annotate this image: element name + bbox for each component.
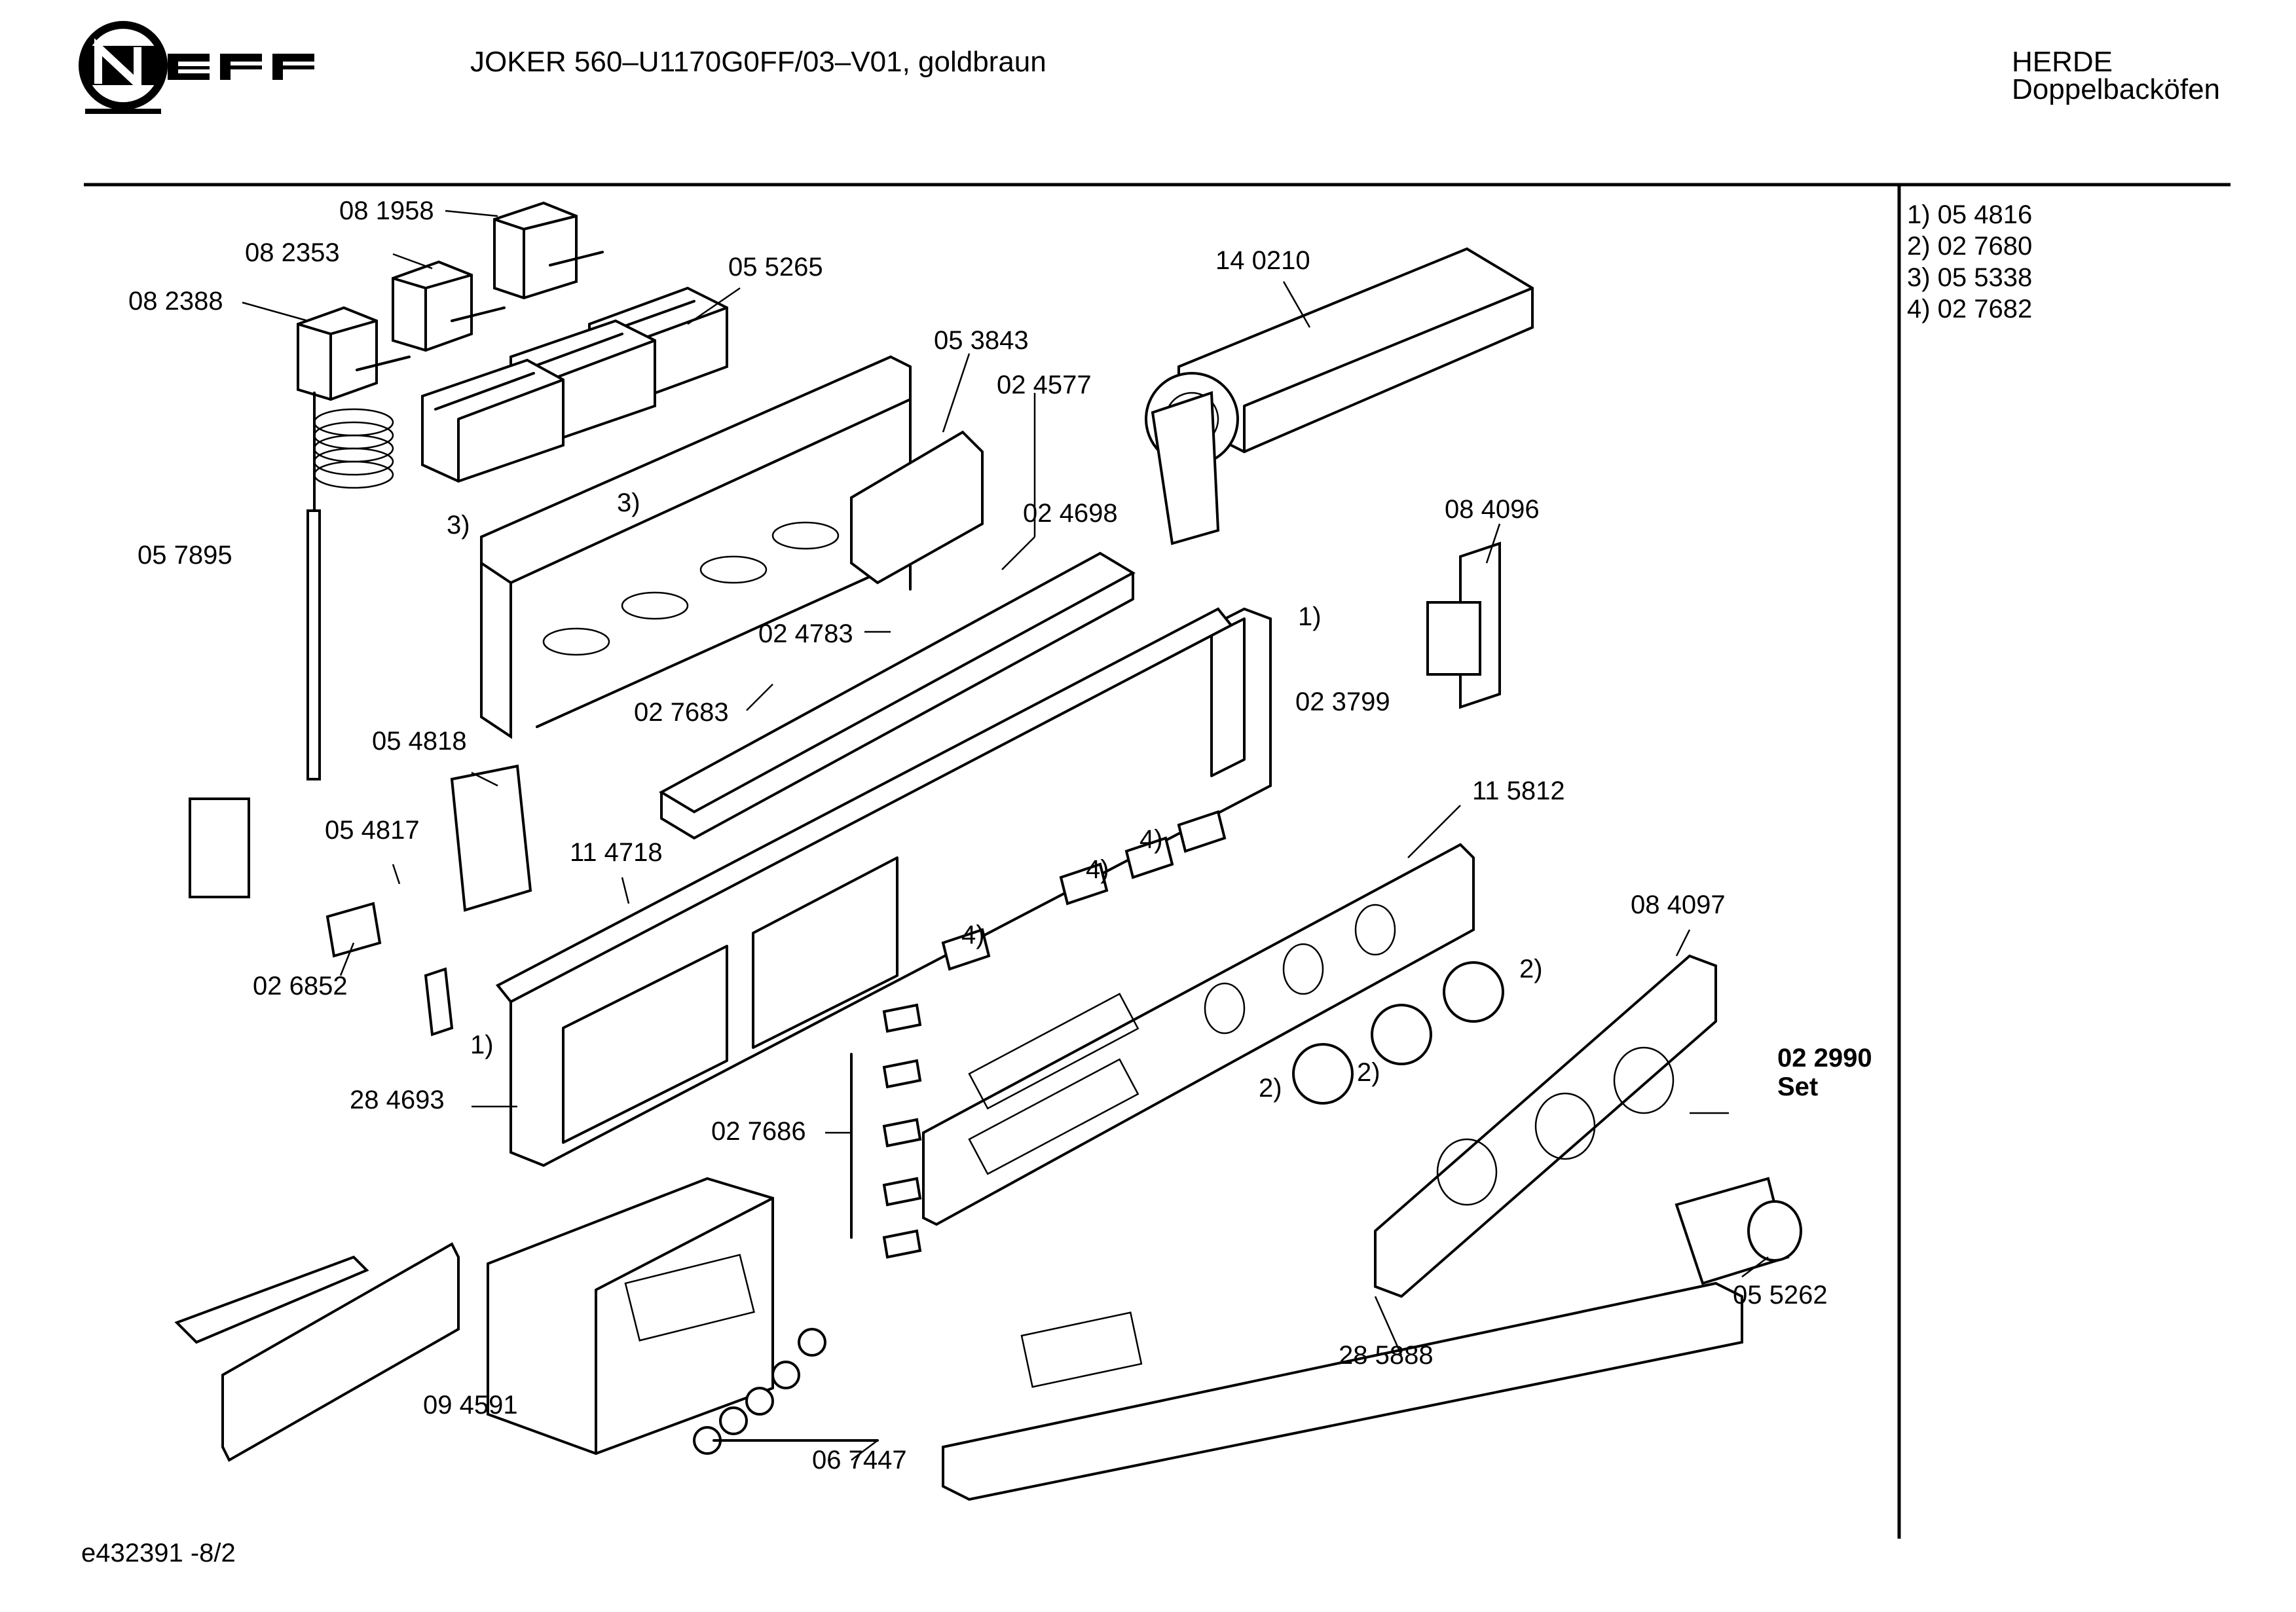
front-fascia [1374, 954, 1717, 1298]
neff-logo [79, 21, 314, 114]
part-label: 08 2388 [128, 287, 223, 316]
thermostat-group [297, 201, 604, 780]
part-label: 05 4818 [372, 727, 467, 756]
part-label: 05 3843 [934, 326, 1029, 355]
part-label: 02 4698 [1023, 499, 1118, 528]
part-label: 02 6852 [253, 972, 348, 1000]
footnote-2: 2) 02 7680 [1907, 232, 2033, 261]
part-label: 02 4577 [997, 371, 1092, 399]
ref-marker: 1) [470, 1031, 494, 1059]
part-label: 02 7686 [711, 1117, 806, 1146]
part-label: 05 5262 [1733, 1281, 1828, 1310]
footnote-3: 3) 05 5338 [1907, 263, 2033, 292]
part-label: 02 3799 [1295, 687, 1390, 716]
part-label: 11 4718 [570, 838, 663, 867]
leader-lines [242, 210, 1769, 1461]
part-label: 02 2990 [1777, 1044, 1872, 1072]
indicator-panel [922, 843, 1475, 1226]
ref-marker: 4) [961, 921, 985, 949]
footnote-4: 4) 02 7682 [1907, 295, 2033, 323]
fan-motor [1145, 247, 1534, 545]
part-label: 08 4097 [1631, 890, 1726, 919]
part-label: 05 7895 [138, 541, 232, 570]
part-label: 14 0210 [1215, 246, 1310, 275]
drawing-id: e432391 -8/2 [81, 1539, 236, 1567]
lamp-holders [850, 810, 1227, 1259]
ref-marker: 2) [1519, 955, 1543, 983]
display-bracket [221, 1242, 460, 1462]
part-label: 28 4693 [350, 1086, 445, 1114]
part-label: 28 5888 [1339, 1341, 1434, 1370]
subcategory-title: Doppelbacköfen [2012, 73, 2221, 105]
part-label: 05 5265 [728, 253, 823, 282]
ref-marker: 1) [1298, 602, 1322, 631]
light-tube [495, 607, 1234, 1004]
mounting-bracket [480, 355, 912, 739]
ref-marker: 4) [1139, 825, 1163, 854]
part-label: 08 4096 [1445, 495, 1540, 524]
part-label: 02 4783 [758, 619, 853, 648]
part-label: 08 2353 [245, 238, 340, 267]
part-label: Set [1777, 1072, 1819, 1101]
part-label: 11 5812 [1472, 777, 1565, 805]
bottom-fascia [942, 1281, 1743, 1501]
part-label: 09 4591 [423, 1391, 518, 1420]
ref-marker: 4) [1086, 855, 1109, 884]
part-label: 02 7683 [634, 698, 729, 727]
pushbuttons [693, 1328, 879, 1455]
control-frame [509, 607, 1272, 1167]
terminal-strip [174, 1255, 369, 1344]
ref-marker: 2) [1259, 1074, 1282, 1103]
ref-marker: 2) [1357, 1058, 1380, 1087]
model-title: JOKER 560–U1170G0FF/03–V01, goldbraun [470, 46, 1046, 78]
clock-module [487, 1177, 774, 1456]
part-label: 08 1958 [339, 196, 434, 225]
category-title: HERDE [2012, 46, 2113, 78]
rotary-switch-group [421, 286, 728, 483]
ref-marker: 3) [447, 511, 470, 540]
footnote-1: 1) 05 4816 [1907, 200, 2033, 229]
part-label: 05 4817 [325, 816, 420, 845]
ref-marker: 3) [617, 488, 640, 517]
part-label: 06 7447 [812, 1446, 907, 1475]
